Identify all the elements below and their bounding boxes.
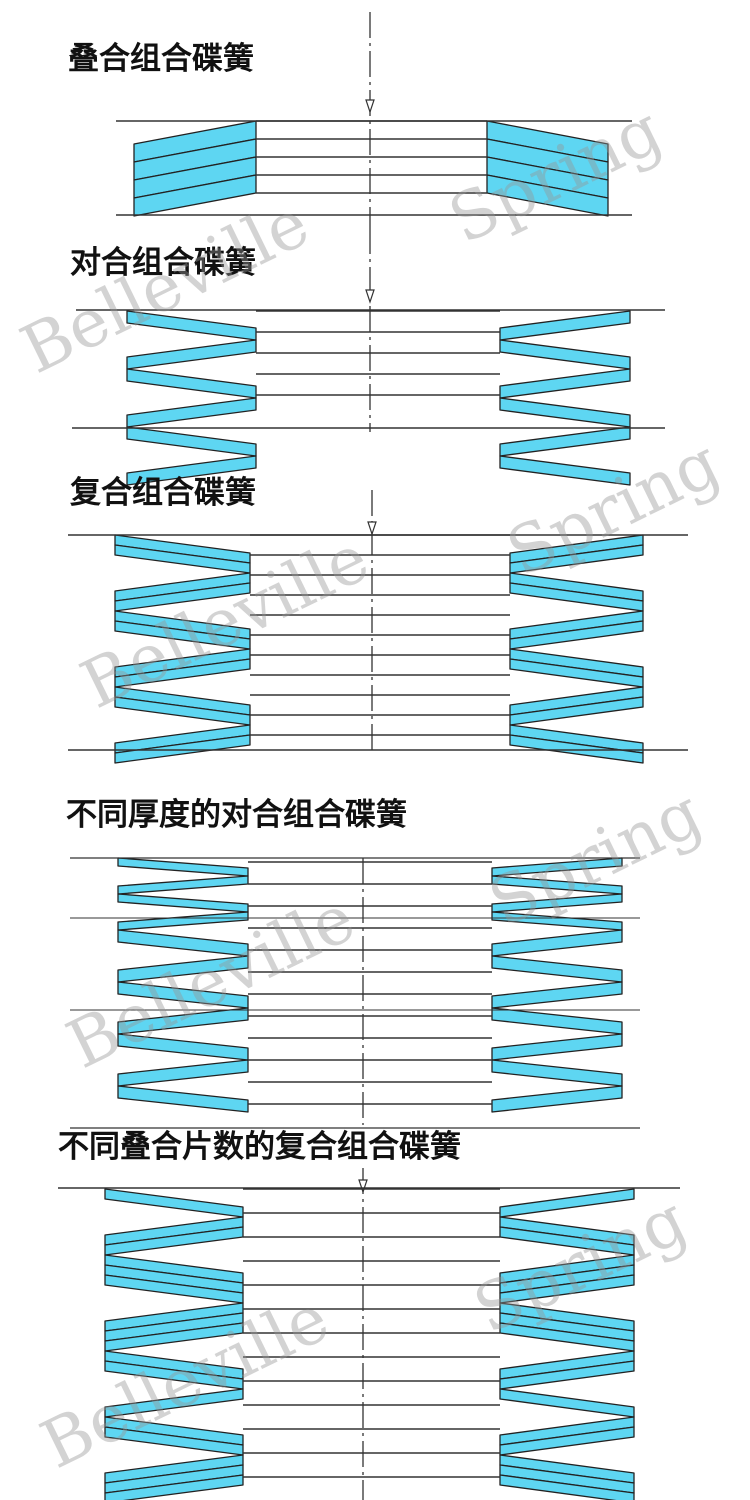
title-stacked: 叠合组合碟簧 — [68, 41, 254, 77]
varcount-seg5-0-left — [104, 1388, 244, 1418]
compound-seg3-1-left — [114, 658, 251, 688]
opposed-seg2-0-left — [126, 368, 257, 399]
opposed-seg4-0-left — [126, 426, 257, 457]
opposed-seg3-0-right — [499, 397, 631, 428]
axis-varied-count-arrow — [358, 1179, 368, 1194]
compound-seg1-1-right — [509, 582, 644, 612]
varcount-seg5-0-right — [499, 1388, 635, 1418]
varied-disc-2-left — [117, 893, 249, 913]
varied-disc-9-right — [491, 1059, 623, 1087]
opposed-seg0-0-right — [499, 310, 631, 341]
opposed-seg2-0-right — [499, 368, 631, 399]
title-compound-varied-count: 不同叠合片数的复合组合碟簧 — [58, 1129, 461, 1165]
title-compound: 复合组合碟簧 — [70, 475, 256, 511]
varied-disc-3-right — [491, 911, 623, 931]
title-opposed-varied-thickness: 不同厚度的对合组合碟簧 — [66, 797, 407, 833]
varied-disc-5-right — [491, 955, 623, 983]
compound-seg5-1-right — [509, 734, 644, 764]
varied-disc-10-left — [117, 1085, 249, 1113]
varied-disc-8-right — [491, 1033, 623, 1061]
opposed-seg4-0-right — [499, 426, 631, 457]
opposed-seg1-0-left — [126, 339, 257, 370]
varied-disc-3-left — [117, 911, 249, 931]
varcount-seg0-0-left — [104, 1188, 244, 1218]
varied-disc-6-right — [491, 981, 623, 1009]
varied-disc-10-right — [491, 1085, 623, 1113]
compound-seg5-1-left — [114, 734, 251, 764]
axis-compound-arrow — [367, 521, 377, 536]
opposed-seg5-0-left — [126, 455, 257, 486]
varied-disc-5-left — [117, 955, 249, 983]
varied-disc-0-left — [117, 857, 249, 877]
compound-seg1-1-left — [114, 582, 251, 612]
opposed-seg5-0-right — [499, 455, 631, 486]
compound-seg3-1-right — [509, 658, 644, 688]
varied-disc-9-left — [117, 1059, 249, 1087]
varied-disc-7-left — [117, 1007, 249, 1035]
opposed-seg1-0-right — [499, 339, 631, 370]
title-opposed: 对合组合碟簧 — [70, 245, 256, 281]
varied-disc-1-left — [117, 875, 249, 895]
varied-disc-7-right — [491, 1007, 623, 1035]
axis-opposed-arrow — [365, 289, 375, 304]
axis-stacked-arrow — [365, 99, 375, 114]
opposed-seg3-0-left — [126, 397, 257, 428]
